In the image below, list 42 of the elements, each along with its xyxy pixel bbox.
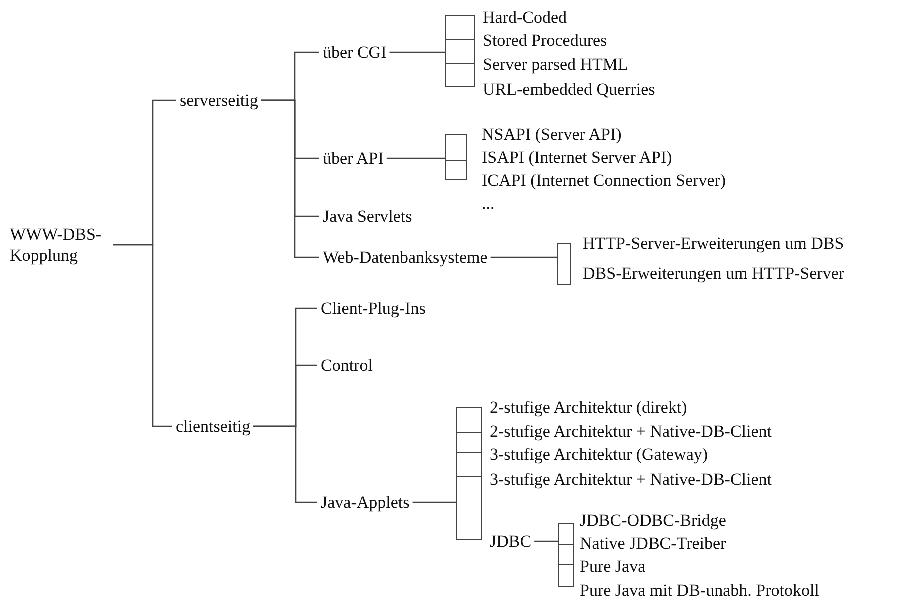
tree-label: über API bbox=[323, 148, 384, 169]
tree-label: Web-Datenbanksysteme bbox=[323, 247, 488, 268]
connector-line bbox=[254, 426, 317, 504]
list-item: ICAPI (Internet Connection Server) bbox=[482, 170, 726, 191]
list-item: Native JDBC-Treiber bbox=[580, 533, 726, 554]
connector-line bbox=[412, 502, 456, 504]
connector-line bbox=[490, 256, 557, 258]
tree-label: Client-Plug-Ins bbox=[321, 298, 426, 319]
list-item: NSAPI (Server API) bbox=[482, 124, 622, 145]
list-item: 3-stufige Architektur + Native-DB-Client bbox=[490, 469, 772, 490]
tree-label: WWW-DBS- Kopplung bbox=[10, 224, 110, 266]
list-item: ISAPI (Internet Server API) bbox=[482, 147, 672, 168]
list-item: JDBC-ODBC-Bridge bbox=[580, 510, 726, 531]
connector-line bbox=[386, 158, 445, 160]
connector-line bbox=[261, 100, 319, 258]
tree-label: Control bbox=[321, 355, 373, 376]
stacked-bracket bbox=[445, 134, 467, 180]
connector-line bbox=[113, 244, 172, 428]
tree-label: clientseitig bbox=[176, 416, 251, 437]
list-item: 2-stufige Architektur + Native-DB-Client bbox=[490, 421, 772, 442]
list-item: Pure Java bbox=[580, 556, 646, 577]
list-item: HTTP-Server-Erweiterungen um DBS bbox=[583, 233, 844, 254]
connector-line bbox=[534, 540, 558, 542]
stacked-bracket bbox=[557, 243, 571, 285]
tree-label: Java-Applets bbox=[321, 492, 410, 513]
list-item: 3-stufige Architektur (Gateway) bbox=[490, 444, 708, 465]
tree-label: JDBC bbox=[490, 531, 532, 552]
stacked-bracket bbox=[456, 407, 482, 540]
list-item: 2-stufige Architektur (direkt) bbox=[490, 397, 688, 418]
tree-label: serverseitig bbox=[180, 90, 258, 111]
list-item: Stored Procedures bbox=[483, 30, 608, 51]
stacked-bracket bbox=[445, 15, 475, 87]
tree-label: über CGI bbox=[323, 42, 387, 63]
tree-label: Java Servlets bbox=[323, 206, 412, 227]
list-item: URL-embedded Querries bbox=[483, 79, 656, 100]
list-item: Pure Java mit DB-unabh. Protokoll bbox=[580, 580, 820, 601]
stacked-bracket bbox=[558, 523, 574, 587]
list-item: Hard-Coded bbox=[483, 7, 568, 28]
list-item: DBS-Erweiterungen um HTTP-Server bbox=[583, 263, 845, 284]
connector-line bbox=[390, 52, 445, 54]
ellipsis-text: ... bbox=[482, 193, 495, 214]
list-item: Server parsed HTML bbox=[483, 54, 628, 75]
